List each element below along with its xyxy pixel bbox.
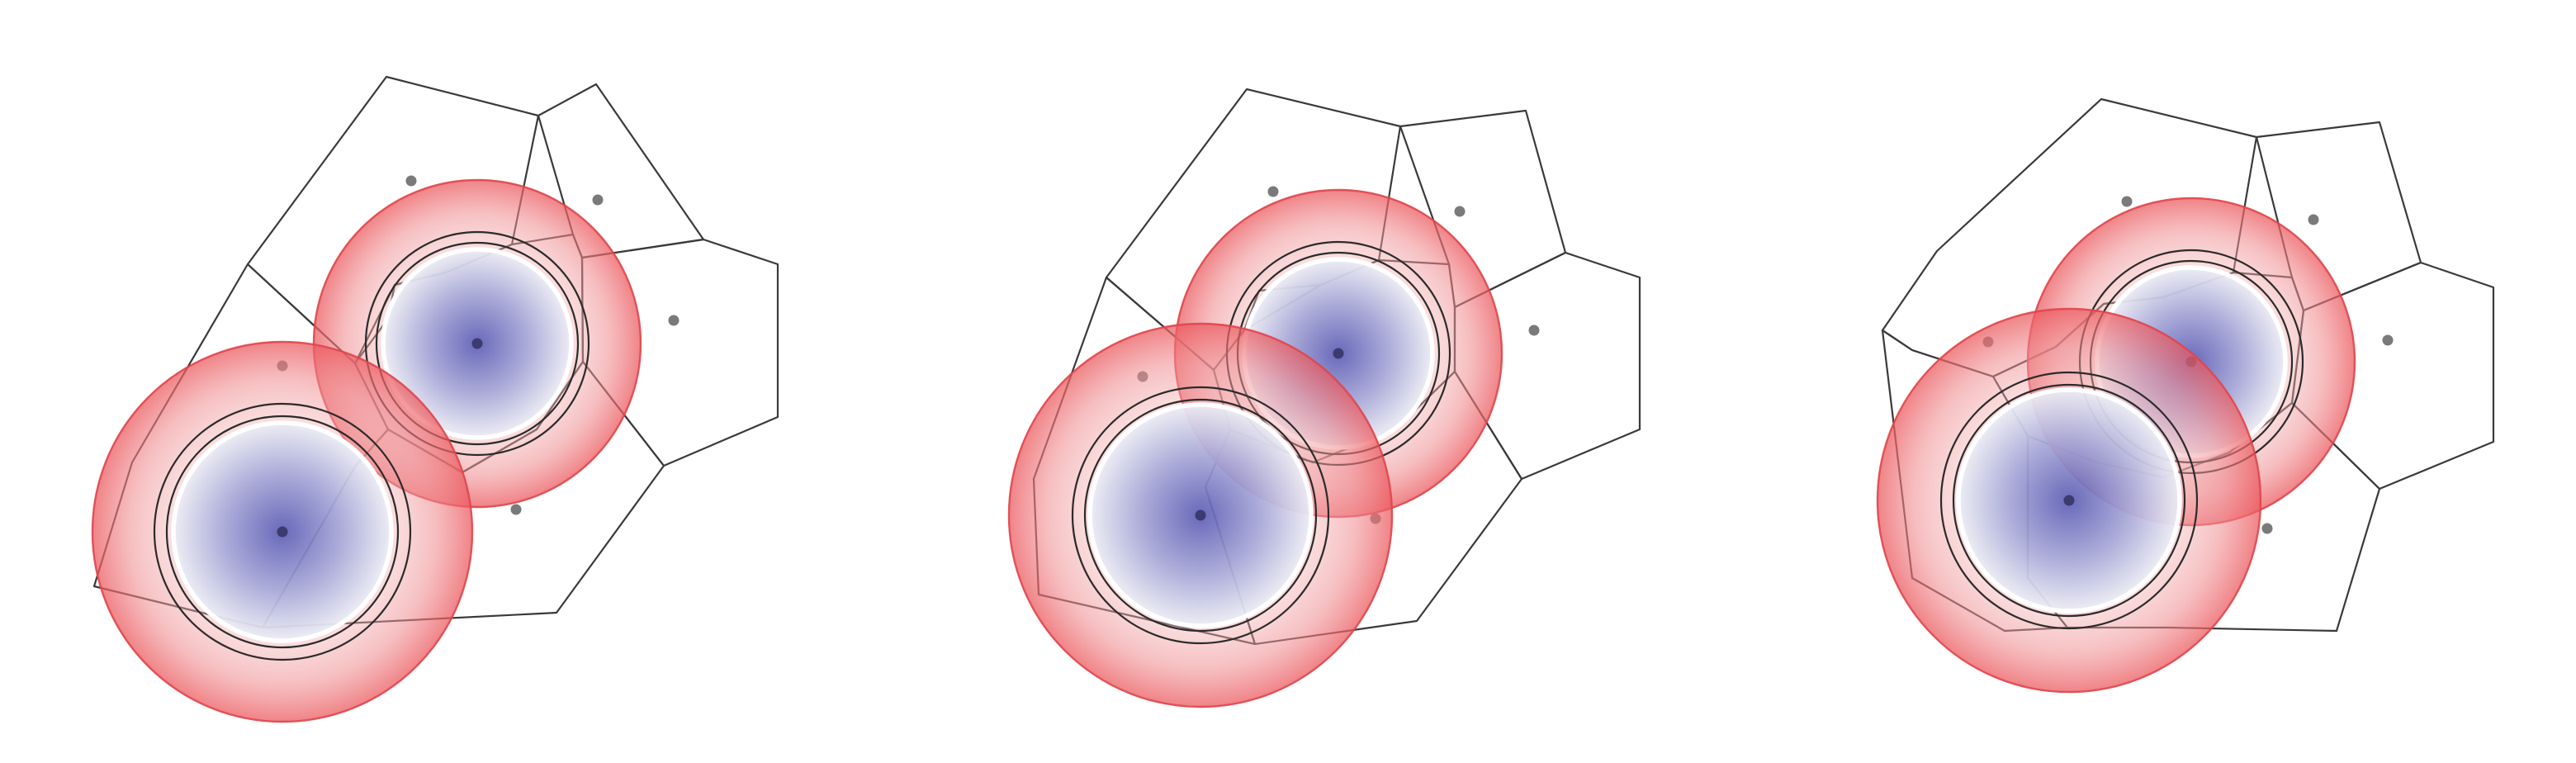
particle-2 (1876, 307, 2262, 694)
core-outline (1087, 402, 1314, 628)
core-outline (1956, 387, 2182, 614)
site-point (405, 175, 417, 187)
particle-2 (91, 340, 474, 723)
particle-2 (1007, 322, 1394, 708)
outer-ring (1939, 371, 2199, 630)
outer-ring (1071, 386, 1330, 645)
site-point (2261, 523, 2273, 534)
center-point (2063, 495, 2075, 506)
center-point (1195, 509, 1206, 521)
center-point (1333, 348, 1344, 359)
site-point (1454, 206, 1466, 217)
panel-1 (91, 75, 779, 723)
site-point (592, 194, 604, 206)
inner-ring (1952, 383, 2186, 618)
site-point (1528, 325, 1540, 336)
site-point (668, 315, 680, 326)
inner-ring (375, 241, 580, 446)
core-outline (381, 247, 574, 440)
inner-ring (165, 415, 400, 649)
center-point (277, 526, 288, 538)
site-point (510, 504, 522, 515)
core-outline (171, 420, 394, 643)
site-point (2308, 214, 2319, 225)
outer-ring (364, 230, 590, 457)
site-point (2121, 196, 2133, 207)
outer-ring (153, 402, 412, 661)
panel-3 (1876, 97, 2495, 694)
site-point (2382, 334, 2394, 346)
panel-2 (1007, 88, 1641, 708)
center-point (471, 338, 483, 349)
inner-ring (1083, 398, 1318, 633)
site-point (1267, 186, 1279, 197)
